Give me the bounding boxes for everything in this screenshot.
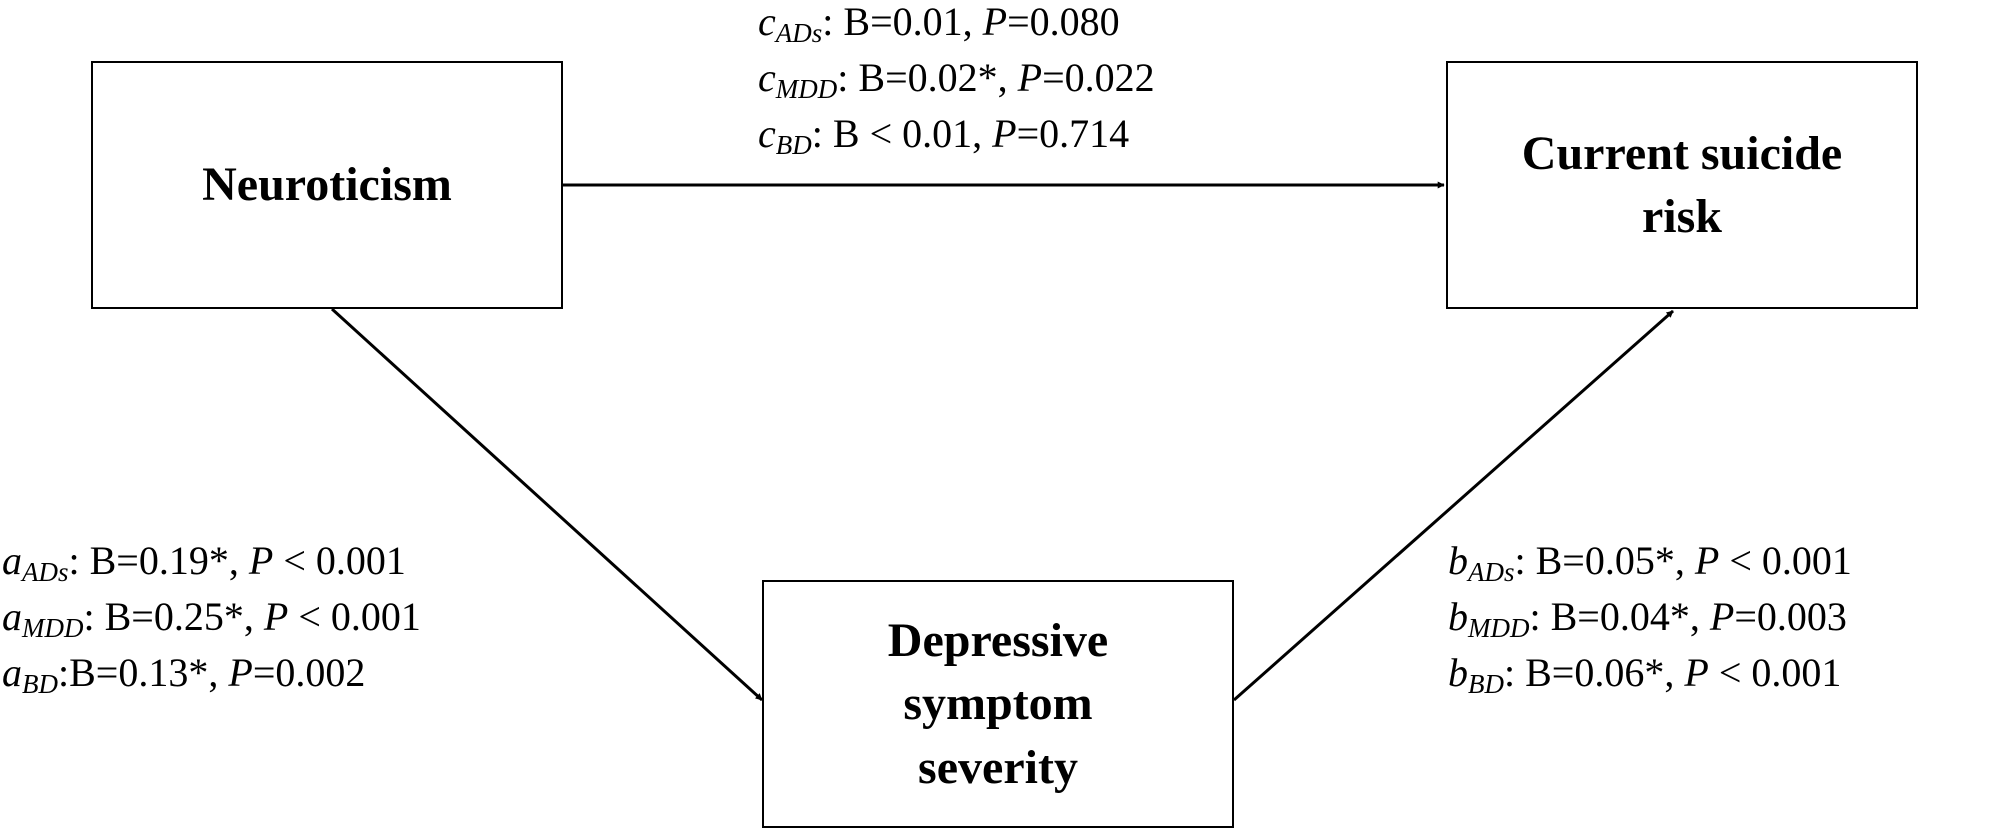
group-subscript: MDD [775,74,838,104]
coef-line-b-ads: bADs: B=0.05*, P < 0.001 [1448,533,1852,589]
group-subscript: MDD [1468,613,1530,643]
path-symbol: cMDD [758,55,837,103]
group-subscript: ADs [775,18,823,48]
separator: : [1529,594,1551,639]
estimate-value: B=0.05* [1535,538,1675,583]
neuroticism-label: Neuroticism [202,158,452,212]
coef-line-b-bd: bBD: B=0.06*, P < 0.001 [1448,645,1852,701]
comma: , [962,0,983,44]
path-symbol: aMDD [2,594,84,642]
coef-line-c-ads: cADs: B=0.01, P=0.080 [758,0,1155,50]
separator: : [1504,650,1526,695]
coef-line-a-bd: aBD:B=0.13*, P=0.002 [2,645,421,701]
path-symbol: aADs [2,538,69,586]
path-symbol: bADs [1448,538,1515,586]
p-symbol: P [992,111,1017,156]
group-subscript: ADs [1468,557,1515,587]
p-value: < 0.001 [1719,538,1852,583]
coef-line-a-mdd: aMDD: B=0.25*, P < 0.001 [2,589,421,645]
comma: , [1664,650,1685,695]
group-subscript: BD [1468,669,1504,699]
path-letter: c [758,0,776,44]
path-letter: a [2,650,22,695]
p-value: =0.080 [1007,0,1120,44]
p-symbol: P [228,650,253,695]
group-subscript: BD [775,130,812,160]
path-letter: a [2,538,22,583]
arrow-neuroticism-to-depressive [330,307,764,702]
separator: : [811,111,833,156]
p-symbol: P [982,0,1008,44]
p-value: < 0.001 [273,538,406,583]
coef-line-c-bd: cBD: B < 0.01, P=0.714 [758,106,1155,162]
comma: , [1689,594,1710,639]
separator: : [1514,538,1536,583]
p-value: < 0.001 [288,594,421,639]
depressive-severity-label: Depressive symptom severity [887,613,1109,794]
comma: , [1674,538,1695,583]
p-value: =0.714 [1016,111,1130,156]
group-subscript: MDD [22,613,84,643]
p-value: =0.022 [1042,55,1155,100]
comma: , [208,650,229,695]
path-letter: b [1448,538,1468,583]
p-symbol: P [248,538,274,583]
estimate-value: B=0.01 [843,0,963,44]
p-symbol: P [1694,538,1720,583]
comma: , [972,111,993,156]
path-letter: c [758,111,776,156]
path-letter: c [758,55,776,100]
path-symbol: aBD [2,650,58,698]
estimate-value: B=0.04* [1550,594,1690,639]
coef-line-b-mdd: bMDD: B=0.04*, P=0.003 [1448,589,1852,645]
estimate-value: B < 0.01 [832,111,973,156]
estimate-value: B=0.02* [858,55,998,100]
path-symbol: bBD [1448,650,1504,698]
group-subscript: BD [22,669,58,699]
estimate-value: B=0.25* [104,594,244,639]
depressive-severity-box: Depressive symptom severity [762,580,1234,828]
estimate-value: B=0.13* [69,650,209,695]
neuroticism-box: Neuroticism [91,61,563,309]
suicide-risk-label: Current suicide risk [1521,126,1843,243]
separator: : [822,0,844,44]
p-symbol: P [1709,594,1735,639]
p-value: =0.002 [252,650,366,695]
separator: : [68,538,90,583]
path-letter: a [2,594,22,639]
separator: : [58,650,70,695]
path-symbol: cBD [758,111,812,159]
path-symbol: cADs [758,0,822,47]
p-symbol: P [263,594,289,639]
coef-line-c-mdd: cMDD: B=0.02*, P=0.022 [758,50,1155,106]
group-subscript: ADs [22,557,69,587]
comma: , [228,538,249,583]
suicide-risk-box: Current suicide risk [1446,61,1918,309]
path-letter: b [1448,650,1468,695]
coef-line-a-ads: aADs: B=0.19*, P < 0.001 [2,533,421,589]
estimate-value: B=0.06* [1525,650,1665,695]
separator: : [83,594,105,639]
p-symbol: P [1684,650,1709,695]
separator: : [837,55,859,100]
comma: , [997,55,1018,100]
path-symbol: bMDD [1448,594,1530,642]
estimate-value: B=0.19* [89,538,229,583]
p-symbol: P [1017,55,1043,100]
comma: , [243,594,264,639]
path-letter: b [1448,594,1468,639]
arrow-depressive-to-suicide-risk [1233,309,1674,702]
p-value: =0.003 [1734,594,1847,639]
p-value: < 0.001 [1708,650,1842,695]
